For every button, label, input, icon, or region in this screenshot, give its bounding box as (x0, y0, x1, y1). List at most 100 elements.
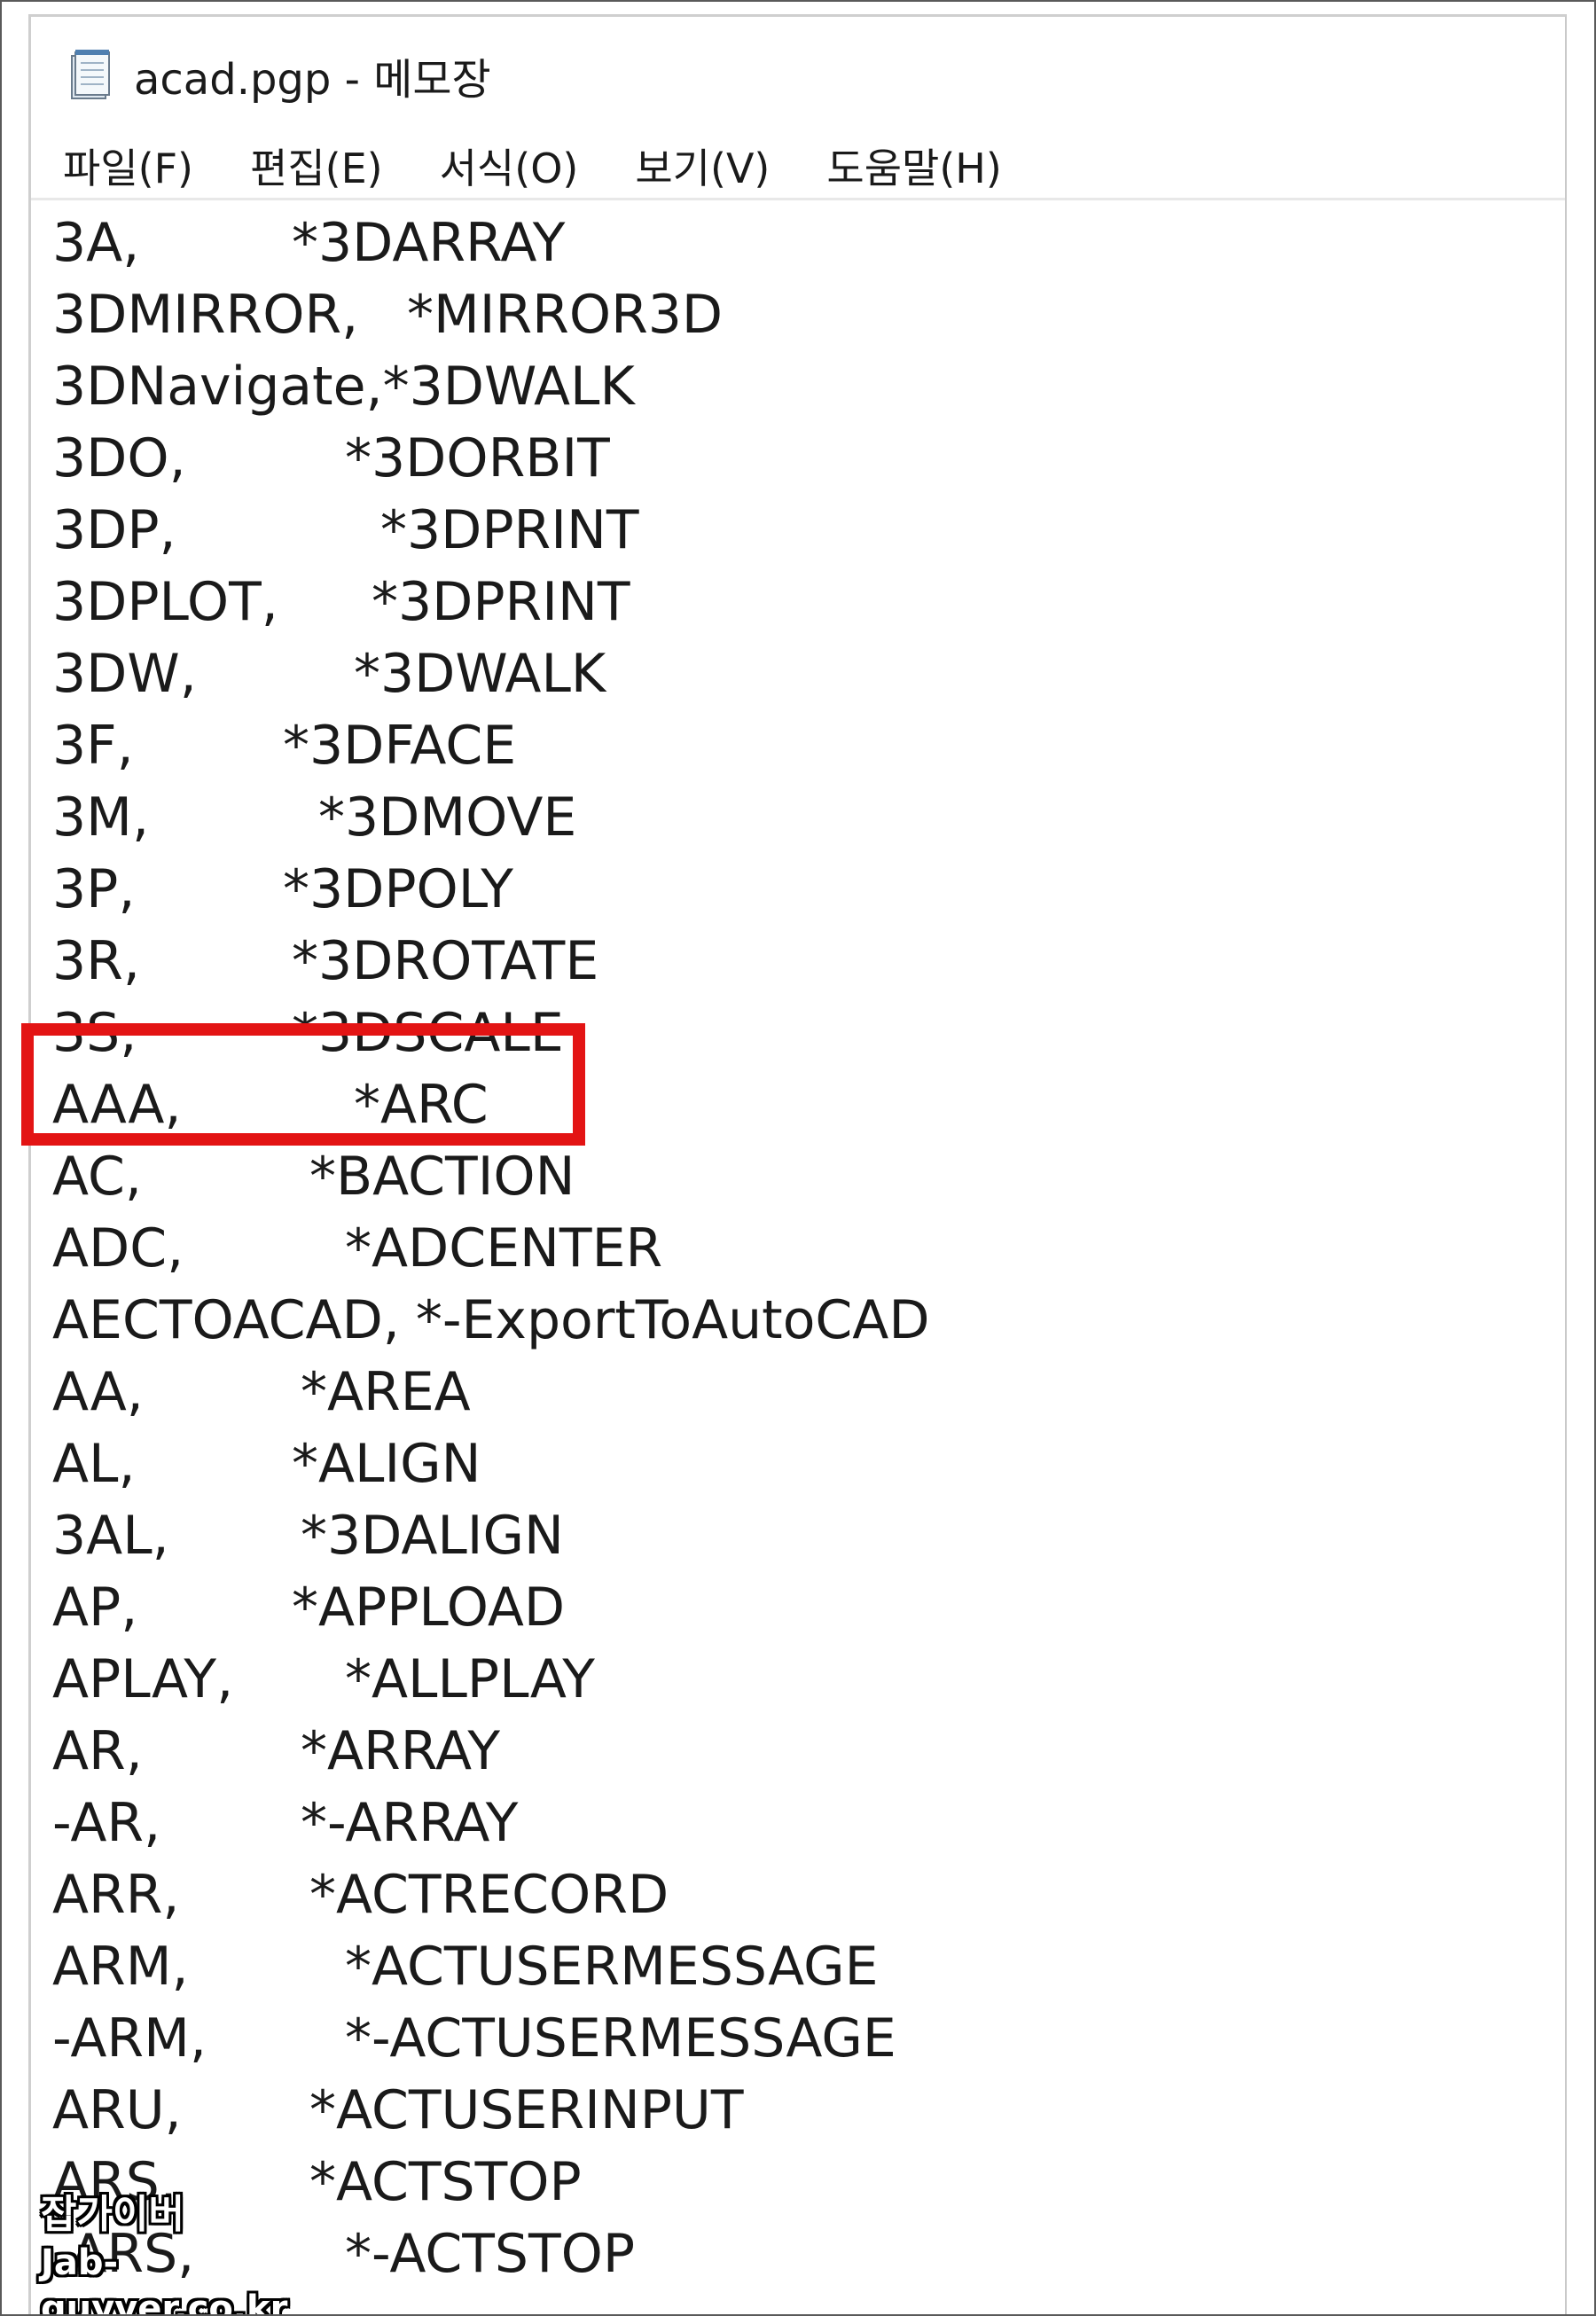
text-line: -ARS, *-ACTSTOP (52, 2218, 1565, 2290)
text-line: AA, *AREA (52, 1357, 1565, 1428)
line-command: *MIRROR3D (407, 284, 724, 346)
line-command: *3DWALK (382, 356, 635, 418)
text-line: 3DO, *3DORBIT (52, 423, 1565, 495)
watermark-site: Jab-guyver.co.kr (41, 2242, 288, 2316)
text-line: AL, *ALIGN (52, 1428, 1565, 1500)
line-command: *ADCENTER (345, 1217, 663, 1279)
line-alias: ARS, (52, 2151, 176, 2213)
watermark-name: 잡가이버 (41, 2192, 184, 2237)
text-line: 3DMIRROR, *MIRROR3D (52, 279, 1565, 351)
line-command: *3DPRINT (372, 571, 630, 633)
text-line: 3P, *3DPOLY (52, 854, 1565, 926)
line-command: *-ACTUSERMESSAGE (345, 2007, 896, 2070)
line-command: *ACTSTOP (309, 2151, 582, 2213)
text-line: AAA, *ARC (52, 1069, 1565, 1141)
notepad-window: acad.pgp - 메모장 파일(F) 편집(E) 서식(O) 보기(V) 도… (28, 14, 1567, 2314)
text-line: ARS, *ACTSTOP (52, 2147, 1565, 2218)
line-alias: -AR, (52, 1792, 161, 1854)
line-command: *3DPRINT (380, 499, 639, 561)
text-line: 3F, *3DFACE (52, 710, 1565, 782)
line-alias: 3AL, (52, 1505, 169, 1567)
line-command: *BACTION (309, 1146, 575, 1208)
line-alias: -ARS, (52, 2223, 195, 2285)
text-line: 3DPLOT, *3DPRINT (52, 567, 1565, 638)
line-alias: -ARM, (52, 2007, 207, 2070)
line-alias: 3DW, (52, 643, 197, 705)
window-title: acad.pgp - 메모장 (134, 55, 491, 105)
notepad-icon (66, 49, 113, 102)
menu-edit[interactable]: 편집(E) (250, 145, 383, 192)
line-command: *3DORBIT (345, 427, 610, 489)
line-command: *3DALIGN (301, 1505, 564, 1567)
line-alias: APLAY, (52, 1648, 234, 1710)
text-line: APLAY, *ALLPLAY (52, 1644, 1565, 1716)
menu-file[interactable]: 파일(F) (63, 145, 193, 192)
line-alias: AR, (52, 1720, 143, 1782)
text-line: 3R, *3DROTATE (52, 926, 1565, 998)
menu-view[interactable]: 보기(V) (635, 145, 771, 192)
menu-bar: 파일(F) 편집(E) 서식(O) 보기(V) 도움말(H) (31, 134, 1565, 200)
line-alias: AAA, (52, 1074, 182, 1136)
line-command: *ACTUSERINPUT (309, 2079, 744, 2141)
line-alias: ARM, (52, 1936, 189, 1998)
line-alias: ARU, (52, 2079, 182, 2141)
line-command: *3DROTATE (292, 930, 599, 992)
line-command: *ACTRECORD (309, 1864, 669, 1926)
line-alias: ADC, (52, 1217, 184, 1279)
line-alias: 3DNavigate, (52, 356, 383, 418)
text-line: 3AL, *3DALIGN (52, 1500, 1565, 1572)
watermark: 잡가이버 Jab-guyver.co.kr (41, 2190, 342, 2316)
line-command: *ALIGN (292, 1433, 481, 1495)
line-command: *ARC (354, 1074, 489, 1136)
menu-format[interactable]: 서식(O) (439, 145, 579, 192)
line-alias: AL, (52, 1433, 136, 1495)
line-alias: AECTOACAD, (52, 1289, 400, 1351)
text-line: 3M, *3DMOVE (52, 782, 1565, 854)
text-line: AP, *APPLOAD (52, 1572, 1565, 1644)
line-alias: 3M, (52, 786, 150, 849)
menu-help[interactable]: 도움말(H) (826, 145, 1002, 192)
line-command: *APPLOAD (292, 1577, 566, 1639)
highlight-box (21, 1023, 585, 1146)
text-line: ADC, *ADCENTER (52, 1213, 1565, 1285)
line-alias: 3F, (52, 715, 134, 777)
line-command: *-ExportToAutoCAD (415, 1289, 930, 1351)
line-alias: 3P, (52, 858, 136, 920)
text-line: 3DW, *3DWALK (52, 638, 1565, 710)
text-line: -ARM, *-ACTUSERMESSAGE (52, 2003, 1565, 2075)
line-command: *3DMOVE (318, 786, 577, 849)
line-alias: AP, (52, 1577, 138, 1639)
text-line: -AR, *-ARRAY (52, 1788, 1565, 1859)
line-alias: 3R, (52, 930, 140, 992)
line-command: *ACTUSERMESSAGE (345, 1936, 879, 1998)
text-line: ARU, *ACTUSERINPUT (52, 2075, 1565, 2147)
text-line: AR, *ARRAY (52, 1716, 1565, 1788)
line-command: *3DFACE (283, 715, 517, 777)
line-alias: 3DPLOT, (52, 571, 278, 633)
line-command: *AREA (301, 1361, 471, 1423)
line-command: *3DARRAY (292, 212, 566, 274)
text-line: 3DNavigate,*3DWALK (52, 351, 1565, 423)
text-line: AC, *BACTION (52, 1141, 1565, 1213)
text-line: ARM, *ACTUSERMESSAGE (52, 1931, 1565, 2003)
line-alias: 3A, (52, 212, 140, 274)
line-alias: 3DMIRROR, (52, 284, 359, 346)
line-command: *-ARRAY (301, 1792, 519, 1854)
line-alias: AA, (52, 1361, 144, 1423)
text-line: 3DP, *3DPRINT (52, 495, 1565, 567)
line-command: *-ACTSTOP (345, 2223, 636, 2285)
text-line: AECTOACAD,*-ExportToAutoCAD (52, 1285, 1565, 1357)
text-line: ARR, *ACTRECORD (52, 1859, 1565, 1931)
line-alias: 3DP, (52, 499, 176, 561)
line-command: *ALLPLAY (345, 1648, 595, 1710)
text-line: 3A, *3DARRAY (52, 207, 1565, 279)
line-alias: ARR, (52, 1864, 180, 1926)
line-command: *3DWALK (354, 643, 606, 705)
line-command: *3DPOLY (283, 858, 513, 920)
title-bar[interactable]: acad.pgp - 메모장 (31, 17, 1565, 134)
line-alias: 3DO, (52, 427, 186, 489)
line-alias: AC, (52, 1146, 142, 1208)
line-command: *ARRAY (301, 1720, 501, 1782)
